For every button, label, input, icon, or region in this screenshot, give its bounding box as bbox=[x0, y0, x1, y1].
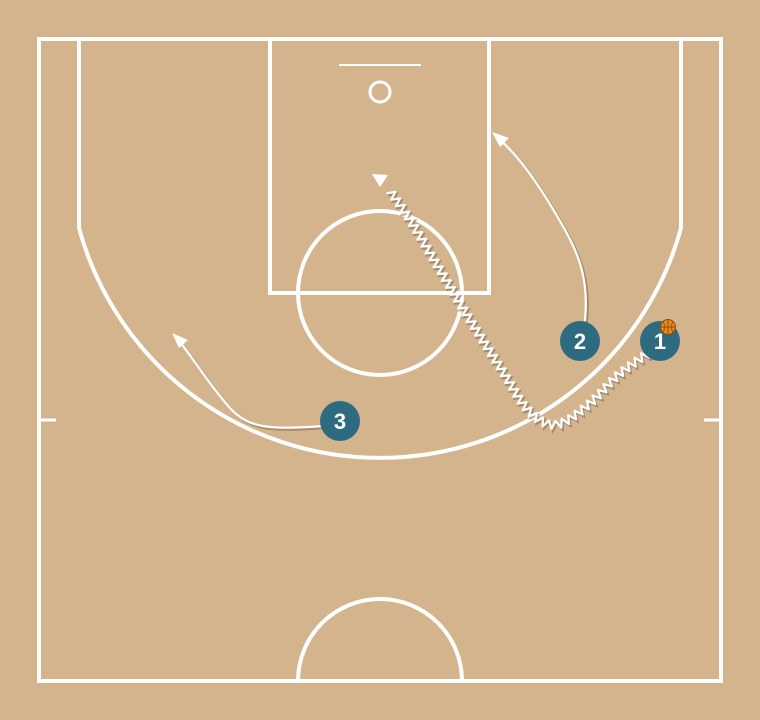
player-3-marker bbox=[320, 401, 360, 441]
player-2-marker bbox=[560, 321, 600, 361]
center-circle bbox=[296, 597, 464, 682]
player-3-label: 3 bbox=[334, 409, 346, 434]
player-1-dribble-path bbox=[372, 174, 652, 435]
player-2-label: 2 bbox=[574, 329, 586, 354]
player-3[interactable]: 3 bbox=[320, 401, 360, 441]
three-point-line bbox=[77, 39, 683, 460]
free-throw-circle bbox=[296, 209, 464, 377]
player-2-cut-path bbox=[492, 132, 589, 324]
player-3-cut-path bbox=[172, 333, 326, 431]
player-3-arrowhead bbox=[172, 333, 188, 348]
player-2[interactable]: 2 bbox=[560, 321, 600, 361]
basketball-icon bbox=[660, 319, 676, 335]
paint-key bbox=[268, 37, 491, 295]
player-1-arrowhead bbox=[372, 174, 388, 187]
player-1-label: 1 bbox=[654, 329, 666, 354]
player-2-arrowhead bbox=[492, 132, 509, 147]
rim bbox=[368, 80, 392, 104]
dribble-zigzag bbox=[386, 190, 651, 431]
